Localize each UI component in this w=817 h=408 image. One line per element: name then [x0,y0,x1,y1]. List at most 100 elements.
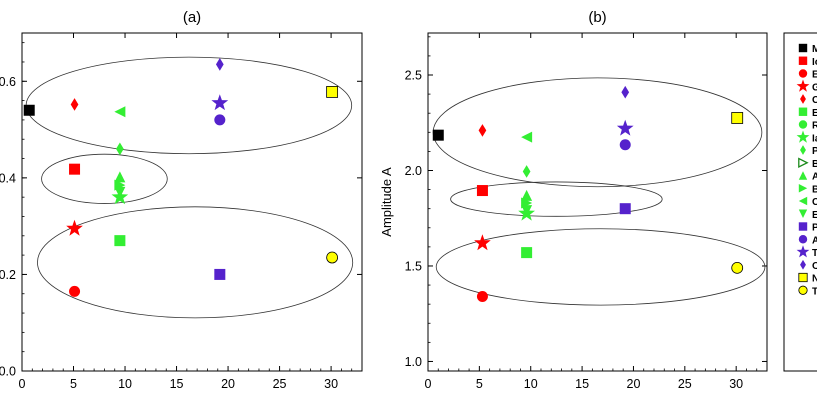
x-tick-label: 15 [170,377,184,391]
legend-marker [798,69,808,78]
legend-marker [796,245,810,258]
group-ellipse [37,206,354,319]
x-tick-label: 30 [729,377,743,391]
legend-marker [798,157,809,169]
legend-label: Tr [812,286,817,297]
data-point [476,291,488,303]
legend-label: En [812,108,817,119]
legend-marker [798,272,808,283]
x-tick-label: 0 [425,377,432,391]
data-point [69,285,81,297]
legend-label: B [812,159,817,170]
plot-frame [427,32,768,372]
x-tick-label: 10 [524,377,538,391]
data-point [518,204,535,221]
group-ellipse [41,153,168,204]
data-point [215,58,224,71]
legend-marker [798,171,808,180]
chart-title: (a) [183,9,201,26]
legend-marker [800,94,806,104]
legend-label: Ti [812,248,817,259]
data-point [476,185,488,197]
x-tick-label: 5 [476,377,483,391]
legend-marker [796,79,810,92]
legend-marker [800,145,806,155]
legend-label: A [812,172,817,183]
legend-marker [796,130,810,143]
legend-marker [798,285,808,295]
data-point [114,235,126,247]
y-tick-label: 0.2 [0,268,16,282]
data-point [478,124,487,137]
data-point [211,94,229,111]
legend-marker [798,235,808,244]
data-point [23,104,35,116]
y-tick-label: 2.0 [405,164,422,178]
legend-label: Ia [812,133,817,144]
y-tick-label: 2.5 [405,69,422,83]
legend-label: Pc [812,223,817,234]
legend-label: Ne [812,274,817,285]
data-point [521,131,533,143]
data-point [326,251,339,264]
data-point [70,98,79,111]
legend-label: B [812,184,817,195]
x-tick-label: 30 [324,377,338,391]
legend-label: Gi [812,82,817,93]
legend-label: Rh [812,121,817,132]
group-ellipse [435,228,766,306]
x-tick-label: 25 [678,377,692,391]
y-tick-label: 0.0 [0,365,16,379]
legend-marker [798,43,808,53]
legend-marker [798,196,808,206]
x-tick-label: 25 [273,377,287,391]
data-point [69,163,81,175]
x-tick-label: 0 [19,377,26,391]
legend-label: Ar [812,235,817,246]
y-tick-label: 1.0 [405,355,422,369]
legend-label: Ph [812,146,817,157]
x-tick-label: 20 [221,377,235,391]
plot-frame [21,32,363,372]
legend-label: E [812,210,817,221]
legend-label: Eu [812,70,817,81]
legend-label: C [812,197,817,208]
data-point [116,142,124,156]
legend: MIoEuGiCuEnRhIaPhBABCEPcArTiONeTr [783,32,817,372]
data-point [619,203,631,215]
data-point [616,119,634,136]
x-tick-label: 15 [575,377,589,391]
data-point [114,106,126,118]
y-axis-label: Amplitude A [379,167,394,237]
y-tick-label: 0.4 [0,171,16,185]
data-point [111,188,129,205]
legend-marker [798,209,808,218]
legend-label: O [812,261,817,272]
data-point [619,139,631,151]
data-point [432,129,444,141]
data-point [326,86,339,98]
legend-label: M [812,44,817,55]
legend-marker [798,222,808,231]
x-tick-label: 10 [118,377,132,391]
x-tick-label: 20 [627,377,641,391]
legend-marker [798,184,808,193]
legend-marker [798,120,808,129]
data-point [474,234,491,251]
data-point [114,171,126,183]
legend-marker [798,56,808,65]
data-point [521,189,533,201]
data-point [621,85,630,99]
data-point [731,112,744,124]
legend-label: Io [812,57,817,68]
data-point [731,261,744,274]
legend-marker [800,259,806,270]
y-tick-label: 0.6 [0,75,16,89]
data-point [66,219,83,236]
data-point [214,114,226,126]
chart-title: (b) [588,9,606,26]
data-point [522,165,531,178]
